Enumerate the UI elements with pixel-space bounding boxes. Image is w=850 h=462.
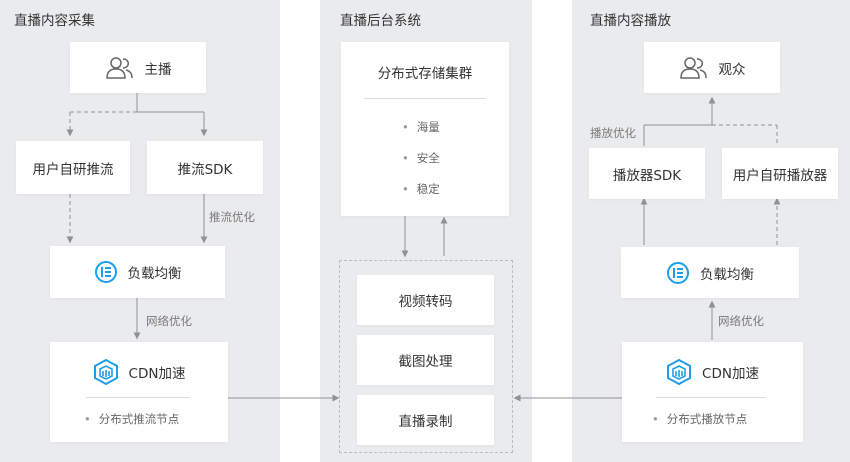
- storage-item-label: 稳定: [416, 182, 440, 196]
- storage-item: •海量: [402, 120, 440, 134]
- storage-item: •稳定: [402, 182, 440, 196]
- audience-card: 观众: [644, 42, 780, 93]
- right-load-balance-card: 负载均衡: [621, 247, 799, 298]
- cdn-cube-icon: [93, 358, 119, 386]
- storage-cluster-card: 分布式存储集群: [341, 42, 509, 216]
- collect-section-title: 直播内容采集: [14, 13, 95, 29]
- anchor-card: 主播: [70, 42, 206, 93]
- load-balance-icon: [666, 261, 690, 285]
- self-player-label: 用户自研播放器: [732, 167, 828, 184]
- load-balance-icon: [94, 260, 118, 284]
- left-cdn-note-text: 分布式推流节点: [98, 412, 180, 426]
- play-optimization-label: 播放优化: [590, 126, 636, 140]
- right-cdn-divider: [656, 397, 766, 398]
- push-optimization-label: 推流优化: [209, 210, 255, 224]
- left-cdn-note: •分布式推流节点: [84, 412, 180, 426]
- processing-label: 直播录制: [398, 414, 453, 430]
- self-player-card: 用户自研播放器: [722, 148, 838, 199]
- player-sdk-card: 播放器SDK: [589, 148, 705, 199]
- push-sdk-card: 推流SDK: [147, 141, 263, 194]
- playback-section-title: 直播内容播放: [590, 13, 671, 29]
- storage-cluster-title: 分布式存储集群: [377, 66, 473, 82]
- self-push-card: 用户自研推流: [16, 141, 130, 194]
- right-cdn-note: •分布式播放节点: [652, 412, 748, 426]
- backend-section-title: 直播后台系统: [340, 13, 421, 29]
- right-cdn-note-text: 分布式播放节点: [666, 412, 748, 426]
- processing-label: 截图处理: [398, 354, 453, 370]
- storage-item-label: 安全: [416, 151, 440, 165]
- storage-item-label: 海量: [416, 120, 440, 134]
- self-push-label: 用户自研推流: [32, 161, 114, 178]
- left-load-balance-label: 负载均衡: [127, 266, 182, 282]
- processing-group: [339, 260, 513, 453]
- anchor-label: 主播: [144, 61, 172, 78]
- storage-divider: [364, 98, 486, 99]
- left-cdn-divider: [86, 397, 190, 398]
- processing-card-record: 直播录制: [357, 395, 494, 445]
- left-cdn-label: CDN加速: [128, 366, 186, 382]
- right-cdn-label: CDN加速: [702, 366, 759, 382]
- cdn-cube-icon: [666, 358, 692, 386]
- audience-label: 观众: [718, 61, 746, 78]
- push-sdk-label: 推流SDK: [177, 161, 233, 178]
- right-load-balance-label: 负载均衡: [700, 266, 754, 283]
- right-network-optimization-label: 网络优化: [718, 314, 764, 328]
- users-icon: [679, 56, 709, 80]
- player-sdk-label: 播放器SDK: [612, 167, 682, 184]
- processing-card-transcode: 视频转码: [357, 275, 494, 325]
- right-cdn-card: CDN加速: [622, 342, 803, 442]
- left-cdn-card: CDN加速: [50, 342, 228, 442]
- users-icon: [105, 56, 135, 80]
- left-network-optimization-label: 网络优化: [146, 314, 192, 328]
- storage-item: •安全: [402, 151, 440, 165]
- processing-card-screenshot: 截图处理: [357, 335, 494, 385]
- left-load-balance-card: 负载均衡: [50, 246, 225, 298]
- processing-label: 视频转码: [398, 294, 453, 310]
